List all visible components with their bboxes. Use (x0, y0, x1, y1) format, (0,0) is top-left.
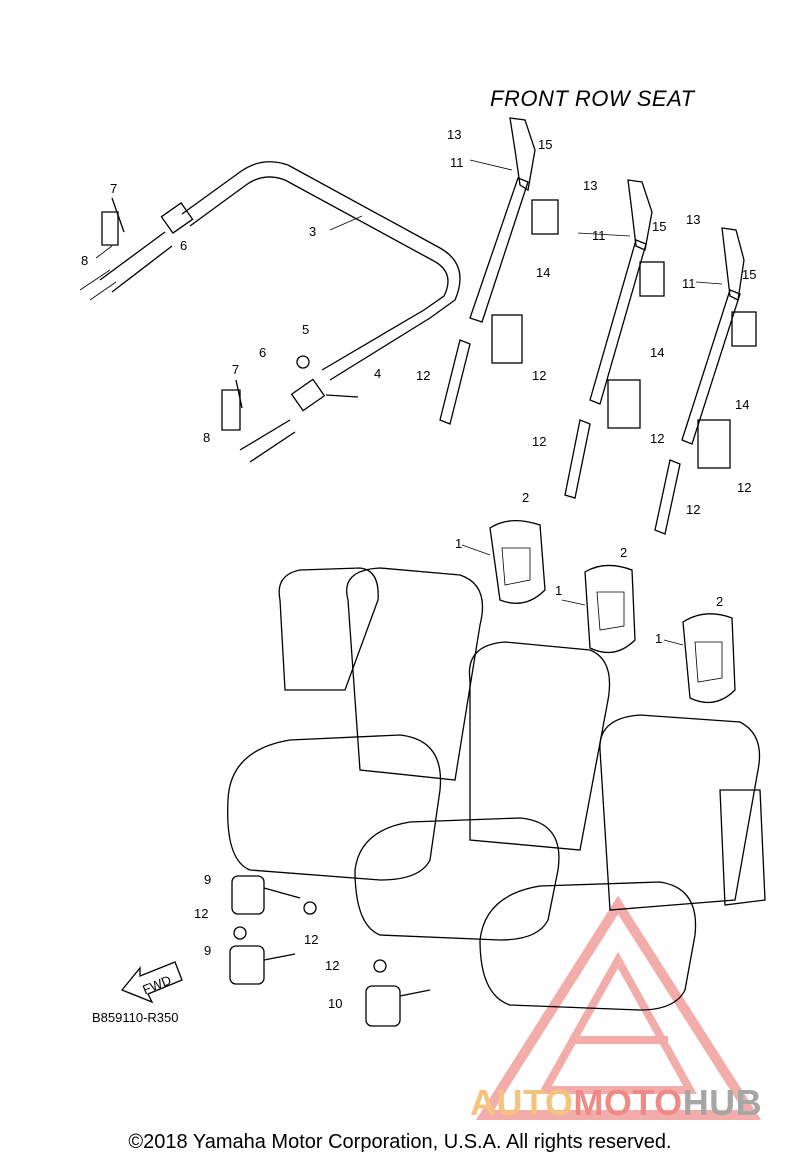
watermark-hub: HUB (682, 1082, 763, 1123)
watermark-moto: MOTO (573, 1082, 683, 1123)
callout-8: 8 (203, 430, 210, 445)
clamp-lower-left (221, 355, 359, 463)
callout-14: 14 (650, 345, 664, 360)
callout-14: 14 (536, 265, 550, 280)
drawing-code: B859110-R350 (92, 1010, 179, 1025)
callout-12: 12 (325, 958, 339, 973)
callout-9: 9 (204, 943, 211, 958)
callout-2: 2 (620, 545, 627, 560)
callout-11: 11 (682, 276, 696, 291)
callout-11: 11 (592, 228, 606, 243)
clamp-top-left (79, 197, 173, 301)
copyright-notice: ©2018 Yamaha Motor Corporation, U.S.A. A… (128, 1131, 672, 1153)
callout-13: 13 (583, 178, 597, 193)
callout-12: 12 (532, 368, 546, 383)
buckle-9a (231, 875, 317, 915)
callout-12: 12 (686, 502, 700, 517)
callout-12: 12 (650, 431, 664, 446)
callout-6: 6 (259, 345, 266, 360)
callout-10: 10 (328, 996, 342, 1011)
callout-6: 6 (180, 238, 187, 253)
seat-belt-right (654, 227, 757, 535)
belt-guide-1a (489, 520, 546, 604)
callout-15: 15 (538, 137, 552, 152)
callout-12: 12 (737, 480, 751, 495)
callout-12: 12 (194, 906, 208, 921)
callout-5: 5 (302, 322, 309, 337)
callout-1: 1 (455, 536, 462, 551)
front-row-seats (227, 567, 766, 1011)
callout-9: 9 (204, 872, 211, 887)
callout-numbers: 1 1 1 2 2 2 3 4 5 6 6 7 7 8 8 9 9 10 11 … (81, 127, 756, 1011)
callout-12: 12 (532, 434, 546, 449)
callout-11: 11 (450, 155, 464, 170)
callout-14: 14 (735, 397, 749, 412)
belt-guide-1b (584, 564, 636, 654)
watermark-auto: AUTO (470, 1082, 574, 1123)
watermark-logo: AUTOMOTOHUB (470, 1082, 762, 1124)
callout-leaders (95, 159, 723, 646)
callout-7: 7 (232, 362, 239, 377)
seat-belt-left (439, 117, 559, 425)
callout-2: 2 (522, 490, 529, 505)
diagram-title: FRONT ROW SEAT (490, 86, 695, 111)
buckle-9b (229, 926, 296, 985)
belt-guide-1c (682, 613, 736, 704)
callout-13: 13 (447, 127, 461, 142)
fwd-label: FWD (140, 972, 173, 997)
buckle-10 (365, 959, 431, 1027)
callout-15: 15 (742, 267, 756, 282)
fwd-arrow (120, 961, 183, 1004)
callout-2: 2 (716, 594, 723, 609)
roll-bar (160, 161, 461, 412)
callout-12: 12 (416, 368, 430, 383)
callout-15: 15 (652, 219, 666, 234)
callout-12: 12 (304, 932, 318, 947)
watermark-triangle (475, 895, 762, 1120)
callout-13: 13 (686, 212, 700, 227)
callout-8: 8 (81, 253, 88, 268)
seat-belt-center (564, 179, 665, 499)
callout-1: 1 (555, 583, 562, 598)
callout-3: 3 (309, 224, 316, 239)
callout-7: 7 (110, 181, 117, 196)
callout-1: 1 (655, 631, 662, 646)
callout-4: 4 (374, 366, 381, 381)
